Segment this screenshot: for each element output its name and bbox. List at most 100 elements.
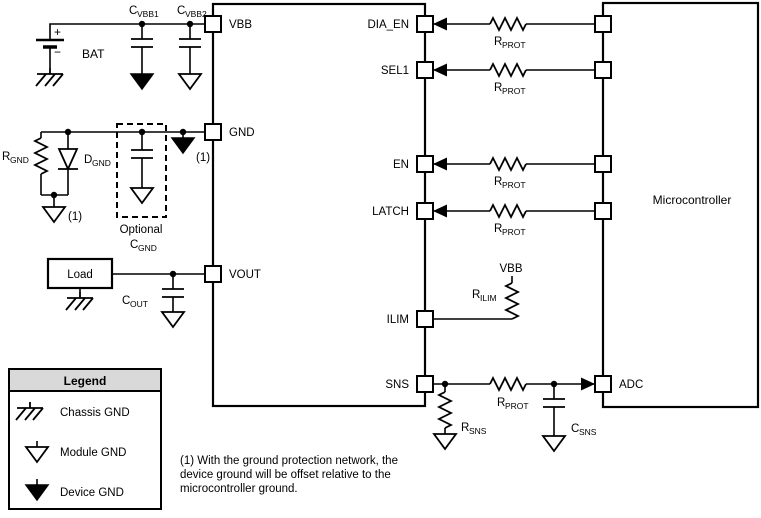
battery-minus-sign: − <box>54 45 61 59</box>
arrow-left-icon <box>433 63 447 77</box>
pin-label-dia-en: DIA_EN <box>367 19 409 31</box>
module-gnd-icon <box>542 435 566 452</box>
arrow-left-icon <box>433 157 447 171</box>
pin-label-latch: LATCH <box>372 206 409 218</box>
rprot-label-sub: PROT <box>502 86 526 96</box>
rprot-label: R <box>494 82 502 94</box>
mcu-pin-dia-en <box>594 15 612 33</box>
pin-latch <box>416 202 434 220</box>
signal-row-en: R PROT <box>433 155 595 190</box>
rgnd-label-sub: GND <box>10 155 29 165</box>
chassis-gnd-icon <box>35 67 64 87</box>
gnd-ref-marker: (1) <box>196 152 210 164</box>
cvbb1-label-sub: VBB1 <box>137 9 159 19</box>
resistor-rgnd <box>32 137 50 175</box>
pin-en <box>416 155 434 173</box>
junction-dot <box>50 191 58 199</box>
signal-row-latch: R PROT <box>433 202 595 237</box>
vout-circuit: Load C OUT <box>46 257 205 328</box>
vbb-net-label: VBB <box>499 263 522 275</box>
module-gnd-icon <box>433 433 457 450</box>
capacitor-cvbb2: C VBB2 <box>177 5 207 90</box>
module-gnd-icon <box>42 206 66 223</box>
resistor-rprot <box>489 202 527 220</box>
rprot-label-sub: PROT <box>502 40 526 50</box>
resistor-rilim <box>503 282 521 320</box>
pin-sns <box>416 375 434 393</box>
pin-label-adc: ADC <box>619 379 643 391</box>
csns-label: C <box>571 423 579 435</box>
mcu-pin-adc <box>594 375 612 393</box>
legend-title: Legend <box>64 374 107 388</box>
pin-label-sel1: SEL1 <box>381 65 409 77</box>
cvbb1-plates <box>131 38 153 48</box>
resistor-rprot <box>489 61 527 79</box>
cgnd-label-sub: GND <box>138 243 157 253</box>
rsns-label: R <box>461 422 469 434</box>
pin-label-vbb: VBB <box>229 19 252 31</box>
cvbb2-label-sub: VBB2 <box>185 9 207 19</box>
legend: Legend Chassis GND Module GND Device GND <box>8 368 162 510</box>
arrow-left-icon <box>433 17 447 31</box>
pin-ilim <box>416 310 434 328</box>
module-gnd-icon <box>161 311 185 328</box>
sns-circuit: R PROT R SNS C SNS <box>433 375 597 452</box>
arrow-left-icon <box>433 204 447 218</box>
resistor-rsns <box>436 391 454 429</box>
pin-dia-en <box>416 15 434 33</box>
legend-item-device-gnd: Device GND <box>60 487 124 499</box>
legend-item-module-gnd: Module GND <box>60 447 126 459</box>
csns-plates <box>543 398 565 408</box>
footnote: (1) With the ground protection network, … <box>180 455 398 495</box>
pin-label-gnd: GND <box>229 127 255 139</box>
pin-label-sns: SNS <box>385 379 409 391</box>
resistor-rprot <box>489 15 527 33</box>
rprot-label: R <box>494 36 502 48</box>
cvbb2-label: C <box>177 5 185 17</box>
pin-vout <box>204 265 222 283</box>
rprot-label-sub: PROT <box>502 180 526 190</box>
resistor-rprot <box>489 375 527 393</box>
rgnd-label: R <box>2 151 10 163</box>
device-outline <box>211 2 427 408</box>
device-gnd-icon <box>171 137 195 154</box>
vbb-supply-wire <box>49 23 205 40</box>
resistor-rprot <box>489 155 527 173</box>
load-block <box>46 257 114 290</box>
dgnd-label: D <box>84 154 92 166</box>
cgnd-plates <box>131 149 153 159</box>
pin-sel1 <box>416 61 434 79</box>
rilim-label-sub: ILIM <box>480 293 497 303</box>
optional-cgnd-box <box>116 123 167 218</box>
mcu-pin-latch <box>594 202 612 220</box>
note-line-1: (1) With the ground protection network, … <box>180 455 398 467</box>
module-gnd-icon <box>130 187 154 204</box>
signal-row-dia-en: R PROT <box>433 15 595 50</box>
signal-row-sel1: R PROT <box>433 61 595 96</box>
gnd-ref-marker: (1) <box>68 211 82 223</box>
ilim-circuit: VBB R ILIM <box>433 263 523 320</box>
cout-label-sub: OUT <box>130 299 148 309</box>
csns-label-sub: SNS <box>579 427 597 437</box>
cvbb2-plates <box>179 38 201 48</box>
cout-label: C <box>122 295 130 307</box>
module-gnd-icon <box>178 73 202 90</box>
rprot-label: R <box>494 176 502 188</box>
device-block: VBB GND VOUT DIA_EN SEL1 EN LATCH ILIM S… <box>204 2 434 408</box>
device-gnd-icon <box>130 73 154 90</box>
pin-label-vout: VOUT <box>229 269 261 281</box>
dgnd-label-sub: GND <box>92 158 111 168</box>
load-label: Load <box>67 269 93 281</box>
note-line-2: device ground will be offset relative to… <box>180 469 391 481</box>
pin-gnd <box>204 123 222 141</box>
battery-label: BAT <box>82 47 105 61</box>
mcu-pin-en <box>594 155 612 173</box>
note-line-3: microcontroller ground. <box>180 483 298 495</box>
cgnd-label: C <box>130 239 138 251</box>
arrow-right-icon <box>581 377 595 391</box>
capacitor-cvbb1: C VBB1 <box>129 5 159 90</box>
pin-vbb <box>204 15 222 33</box>
diode-dgnd <box>57 148 79 172</box>
